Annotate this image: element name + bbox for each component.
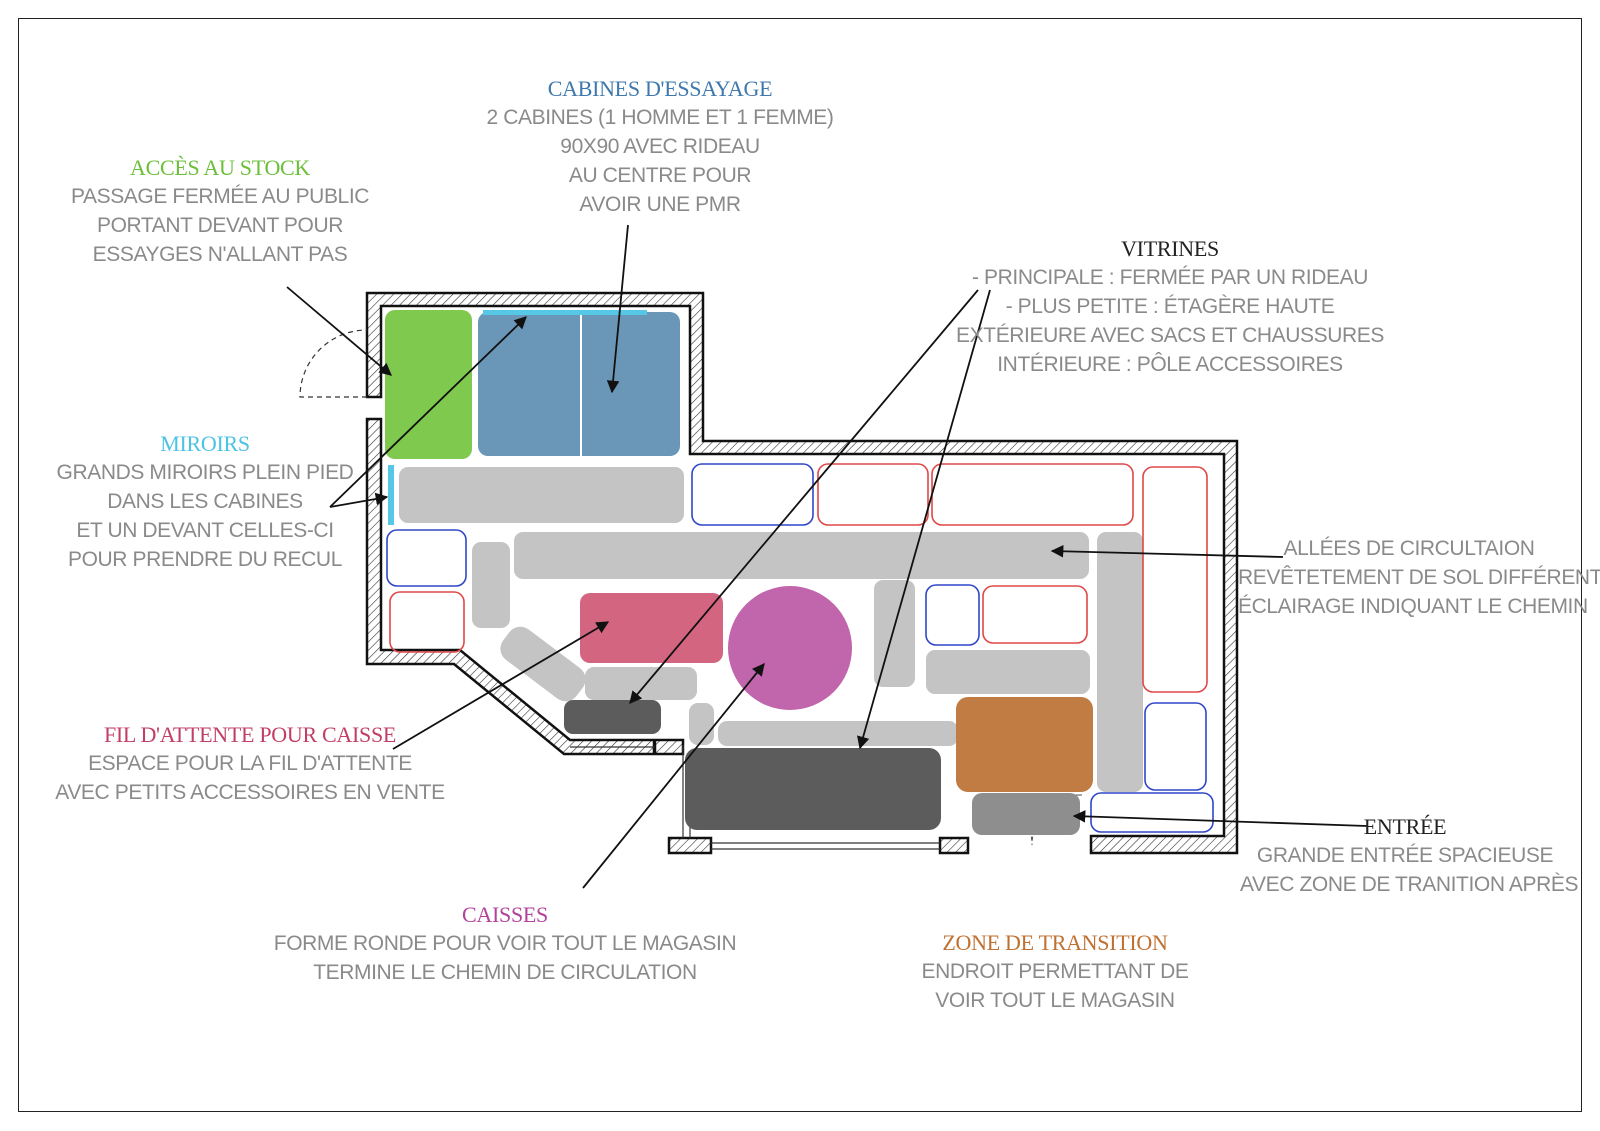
label-line: ESSAYGES N'ALLANT PAS (92, 243, 348, 266)
label-cashier: CAISSES FORME RONDE POUR VOIR TOUT LE MA… (270, 900, 740, 987)
label-line: 2 CABINES (1 HOMME ET 1 FEMME) (486, 106, 834, 129)
label-line: GRANDE ENTRÉE SPACIEUSE (1256, 844, 1554, 867)
label-vitrines: VITRINES - PRINCIPALE : FERMÉE PAR UN RI… (955, 234, 1385, 379)
showcase-blue (925, 584, 980, 646)
transition-zone (956, 697, 1093, 792)
label-line: VOIR TOUT LE MAGASIN (935, 989, 1175, 1012)
cashier-desk (728, 586, 852, 710)
label-line: EXTÉRIEURE AVEC SACS ET CHAUSSURES (956, 324, 1384, 347)
label-vitrines-title: VITRINES (1121, 236, 1219, 261)
label-line: PORTANT DEVANT POUR (97, 214, 343, 237)
arrow-queue (392, 621, 610, 750)
label-line: ESPACE POUR LA FIL D'ATTENTE (88, 752, 412, 775)
label-entrance-title: ENTRÉE (1363, 814, 1447, 839)
front-mirror (388, 465, 394, 525)
showcase-red (1142, 466, 1208, 693)
label-line: ET UN DEVANT CELLES-CI (76, 519, 334, 542)
arrow-cashier (582, 663, 765, 889)
label-line: AVOIR UNE PMR (579, 193, 741, 216)
label-line: TERMINE LE CHEMIN DE CIRCULATION (313, 961, 697, 984)
label-line: PASSAGE FERMÉE AU PUBLIC (70, 185, 370, 208)
label-line: POUR PRENDRE DU RECUL (68, 548, 342, 571)
arrow-aisles (1050, 544, 1284, 558)
showcase-blue (1090, 792, 1214, 833)
aisle (585, 667, 697, 700)
leader-arrows (286, 224, 1368, 889)
label-mirrors: MIROIRS GRANDS MIROIRS PLEIN PIED DANS L… (50, 429, 360, 574)
arrow-stock (286, 286, 392, 376)
label-cabins: CABINES D'ESSAYAGE 2 CABINES (1 HOMME ET… (470, 74, 850, 219)
label-line: ÉCLAIRAGE INDIQUANT LE CHEMIN (1238, 595, 1588, 618)
label-mirrors-title: MIROIRS (160, 431, 250, 456)
label-line: - PLUS PETITE : ÉTAGÈRE HAUTE (1005, 295, 1335, 318)
circulation-aisles (399, 467, 1143, 792)
showcase-blue (691, 463, 814, 526)
arrow-vitrines-window (857, 289, 991, 750)
page-frame (18, 18, 1582, 1112)
aisle (689, 703, 714, 745)
showcase-red (931, 463, 1134, 526)
stock-door-swing (299, 329, 368, 398)
cabin-mirror (483, 310, 647, 315)
arrow-cabins (606, 224, 629, 394)
label-line: INTÉRIEURE : PÔLE ACCESSOIRES (997, 353, 1343, 376)
label-line: ENDROIT PERMETTANT DE (921, 960, 1189, 983)
showcases (386, 463, 1214, 833)
showcase-red (982, 585, 1088, 644)
label-aisles: ALLÉES DE CIRCULTAION REVÊTETEMENT DE SO… (1238, 534, 1600, 621)
aisle (874, 580, 915, 687)
label-line: REVÊTETEMENT DE SOL DIFFÉRENT (1238, 566, 1600, 589)
label-queue: FIL D'ATTENTE POUR CAISSE ESPACE POUR LA… (55, 720, 445, 807)
label-line: - PRINCIPALE : FERMÉE PAR UN RIDEAU (972, 266, 1368, 289)
arrow-mirrors-cabins (329, 316, 527, 508)
label-cabins-title: CABINES D'ESSAYAGE (547, 76, 773, 101)
stock-access (385, 310, 472, 459)
queue-area (580, 593, 723, 663)
aisle (514, 532, 1089, 579)
showcase-red (817, 463, 929, 526)
label-stock: ACCÈS AU STOCK PASSAGE FERMÉE AU PUBLIC … (55, 153, 385, 269)
entrance-mat (972, 793, 1080, 835)
aisle (718, 721, 958, 746)
fitting-room (478, 312, 680, 456)
label-entrance: ENTRÉE GRANDE ENTRÉE SPACIEUSE AVEC ZONE… (1240, 812, 1579, 899)
fitting-rooms (478, 310, 680, 456)
label-stock-title: ACCÈS AU STOCK (130, 155, 310, 180)
main-window-display (685, 748, 941, 830)
label-line: AU CENTRE POUR (568, 164, 752, 187)
showcase-blue (1144, 702, 1207, 791)
label-queue-title: FIL D'ATTENTE POUR CAISSE (103, 722, 397, 747)
arrow-vitrines-queue (629, 289, 979, 704)
arrow-entrance (1072, 810, 1368, 827)
aisle (500, 626, 586, 702)
label-line: FORME RONDE POUR VOIR TOUT LE MAGASIN (273, 932, 737, 955)
label-aisles-title: ALLÉES DE CIRCULTAION (1283, 537, 1535, 560)
showcase-blue (386, 529, 467, 587)
showcase-red (389, 591, 465, 653)
aisle (399, 467, 684, 523)
label-line: AVEC PETITS ACCESSOIRES EN VENTE (55, 781, 445, 804)
label-line: GRANDS MIROIRS PLEIN PIED (56, 461, 354, 484)
aisle (1097, 532, 1143, 792)
label-line: 90X90 AVEC RIDEAU (560, 135, 760, 158)
queue-accessory-shelf (564, 700, 661, 734)
arrow-mirrors-front (329, 492, 389, 508)
label-cashier-title: CAISSES (462, 902, 548, 927)
label-transition: ZONE DE TRANSITION ENDROIT PERMETTANT DE… (915, 928, 1195, 1015)
label-line: AVEC ZONE DE TRANITION APRÈS (1240, 873, 1579, 896)
aisle (926, 650, 1090, 694)
aisle (472, 542, 510, 628)
label-transition-title: ZONE DE TRANSITION (942, 930, 1168, 955)
stock-access-zone (385, 310, 472, 459)
label-line: DANS LES CABINES (107, 490, 303, 513)
